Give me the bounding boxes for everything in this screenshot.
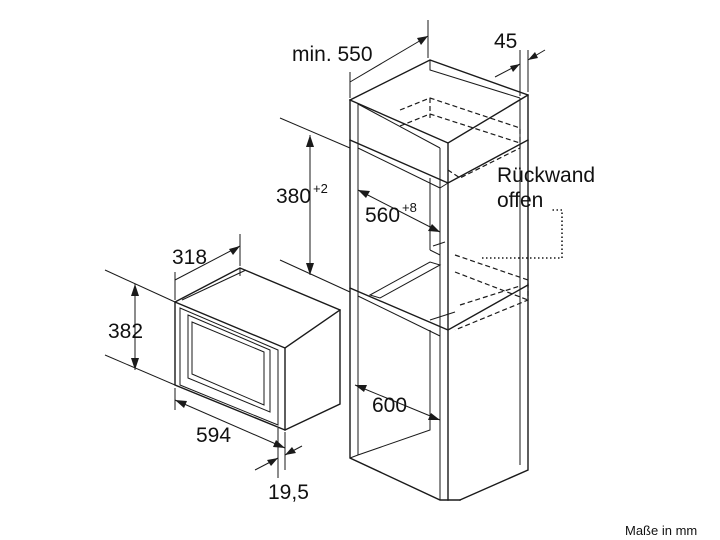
appliance-depth-label: 318 <box>172 246 207 269</box>
back-wall-label-line1: Rückwand <box>497 164 595 187</box>
microwave-appliance <box>174 267 341 431</box>
dimension-lines <box>104 20 546 478</box>
cabinet-width-label: min. 550 <box>292 43 373 66</box>
niche-width-label: 560 <box>365 204 400 227</box>
niche-height-tolerance: +2 <box>313 181 328 196</box>
appliance-height-label: 382 <box>108 320 143 343</box>
appliance-width-label: 594 <box>196 424 231 447</box>
units-note: Maße in mm <box>625 523 697 538</box>
open-back-wall-hint <box>399 97 563 331</box>
side-wall-label: 45 <box>494 30 517 53</box>
niche-height-label: 380 <box>276 185 311 208</box>
niche-width-tolerance: +8 <box>402 200 417 215</box>
back-wall-label-line2: offen <box>497 189 543 212</box>
tall-cabinet <box>349 59 529 501</box>
front-protrusion-label: 19,5 <box>268 481 309 504</box>
cabinet-depth-label: 600 <box>372 394 407 417</box>
